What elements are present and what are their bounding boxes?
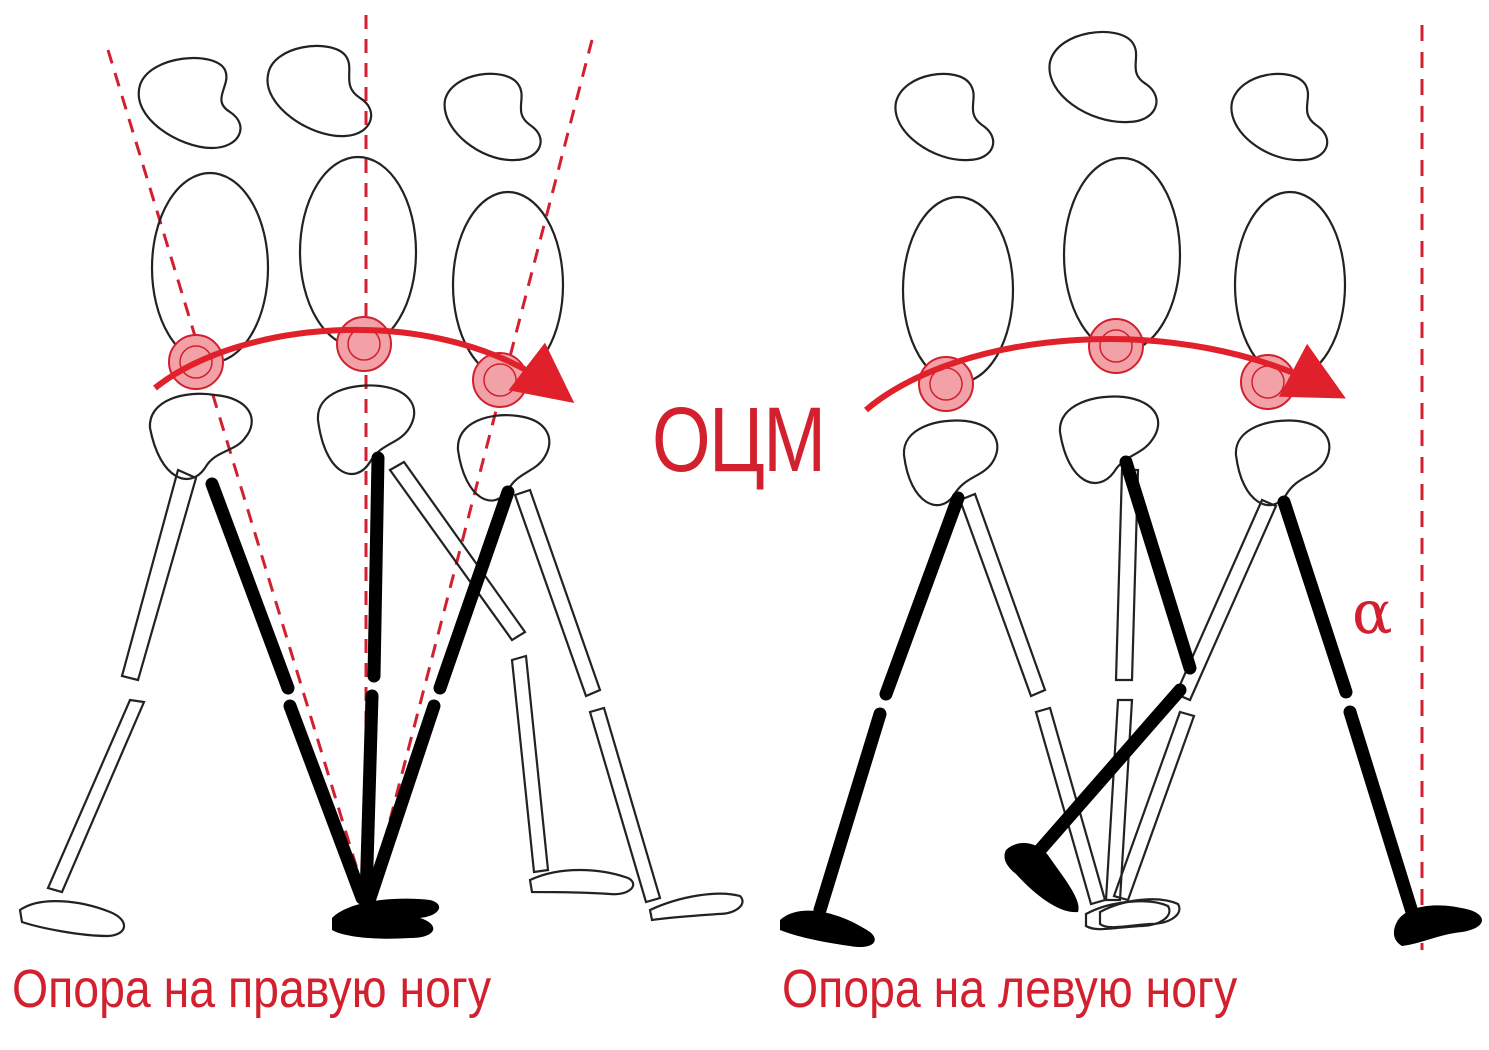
torso-1	[152, 173, 268, 363]
center-of-mass-label: ОЦМ	[652, 388, 824, 493]
stance-feet-left	[780, 843, 1482, 947]
head-1	[139, 58, 241, 148]
right-support-group	[20, 15, 743, 939]
head-5	[1049, 32, 1156, 122]
skeleton-figure-1	[20, 58, 268, 936]
angle-alpha-label: α	[1352, 578, 1393, 648]
dashed-guides-left	[108, 15, 592, 905]
head-3	[445, 74, 541, 160]
torso-6	[1235, 192, 1345, 378]
caption-right-leg-support: Опора на правую ногу	[12, 958, 491, 1020]
pelvis-5	[1060, 396, 1158, 482]
head-2	[267, 46, 371, 136]
pelvis-1	[150, 394, 252, 479]
skeleton-figure-3	[445, 74, 743, 920]
torso-3	[453, 192, 563, 378]
left-support-group	[780, 25, 1482, 950]
head-4	[895, 74, 993, 160]
skeleton-figure-4	[895, 74, 1169, 929]
head-6	[1231, 74, 1327, 160]
pelvis-4	[904, 420, 997, 505]
torso-4	[903, 197, 1013, 383]
pelvis-6	[1236, 420, 1329, 505]
skeleton-figure-2	[267, 46, 633, 894]
caption-left-leg-support: Опора на левую ногу	[782, 958, 1237, 1020]
stance-foot-right	[332, 899, 439, 939]
stance-legs-right	[212, 458, 508, 898]
stance-legs-left	[820, 462, 1412, 912]
